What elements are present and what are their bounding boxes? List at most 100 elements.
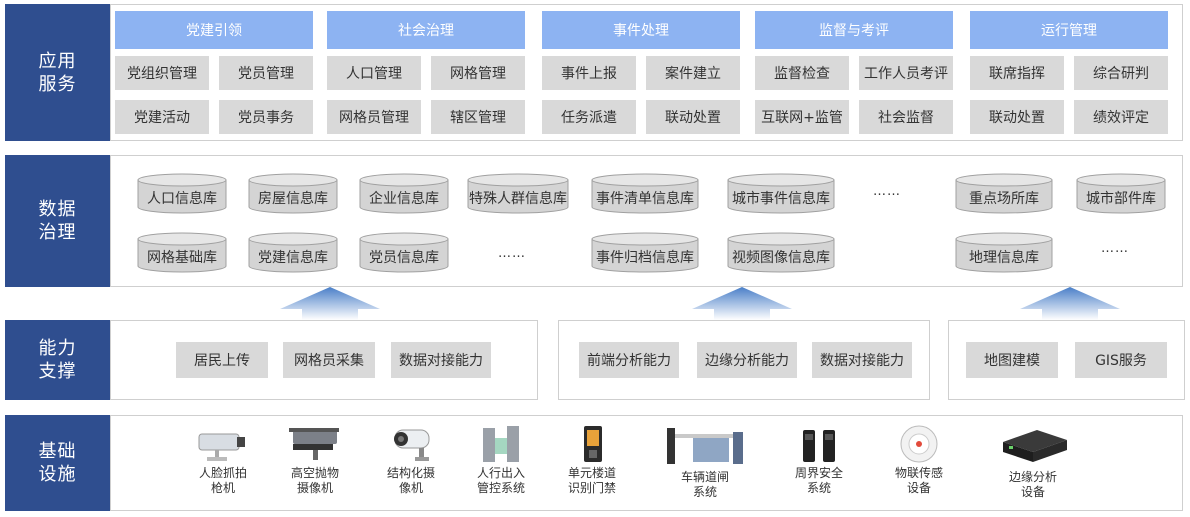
app-module: 互联网+监管: [755, 100, 849, 134]
database-icon: [359, 173, 449, 214]
vehicle-barrier-icon: [667, 428, 743, 464]
database-label: 人口信息库: [147, 191, 217, 207]
capability-item: 居民上传: [176, 342, 268, 378]
device-vehicle-barrier: 车辆道闸 系统: [660, 424, 750, 500]
device-face-capture-camera: 人脸抓拍 枪机: [178, 424, 268, 496]
capability-item: 数据对接能力: [391, 342, 491, 378]
group-header: 党建引领: [115, 11, 313, 49]
device-pedestrian-gate: 人行出入 管控系统: [456, 424, 546, 496]
door-access-icon: [584, 426, 602, 462]
database-cylinder: 事件归档信息库: [591, 232, 699, 273]
database-icon: [1076, 173, 1166, 214]
device-label: 高空抛物 摄像机: [290, 466, 339, 495]
app-module: 事件上报: [542, 56, 636, 90]
capability-item: GIS服务: [1075, 342, 1167, 378]
app-module: 联动处置: [646, 100, 740, 134]
up-arrow-icon: [692, 287, 792, 320]
database-icon: [137, 232, 227, 273]
layer-label-infra: 基础 设施: [5, 415, 110, 511]
perimeter-security-icon: [803, 430, 835, 462]
device-perimeter-security: 周界安全 系统: [774, 424, 864, 496]
database-icon: [727, 173, 835, 214]
database-icon: [591, 232, 699, 273]
up-arrow-icon: [1020, 287, 1120, 320]
app-module: 工作人员考评: [859, 56, 953, 90]
database-ellipsis: ……: [873, 184, 901, 199]
database-label: 地理信息库: [969, 250, 1039, 266]
database-cylinder: 视频图像信息库: [727, 232, 835, 273]
database-cylinder: 网格基础库: [137, 232, 227, 273]
group-header: 事件处理: [542, 11, 740, 49]
database-icon: [359, 232, 449, 273]
app-module: 党组织管理: [115, 56, 209, 90]
database-label: 重点场所库: [969, 191, 1039, 207]
database-cylinder: 重点场所库: [955, 173, 1053, 214]
database-label: 城市部件库: [1086, 191, 1156, 207]
database-label: 党员信息库: [369, 250, 439, 266]
infrastructure-panel: [110, 415, 1183, 511]
app-module: 综合研判: [1074, 56, 1168, 90]
capability-item: 边缘分析能力: [697, 342, 797, 378]
device-label: 车辆道闸 系统: [680, 470, 729, 499]
database-cylinder: 特殊人群信息库: [467, 173, 569, 214]
database-icon: [727, 232, 835, 273]
app-module: 网格管理: [431, 56, 525, 90]
app-module: 辖区管理: [431, 100, 525, 134]
database-label: 视频图像信息库: [732, 250, 830, 266]
capability-item: 前端分析能力: [579, 342, 679, 378]
database-cylinder: 城市部件库: [1076, 173, 1166, 214]
up-arrow-icon: [280, 287, 380, 320]
device-door-access: 单元楼道 识别门禁: [547, 424, 637, 496]
database-cylinder: 地理信息库: [955, 232, 1053, 273]
capability-item: 地图建模: [966, 342, 1058, 378]
database-icon: [955, 232, 1053, 273]
database-icon: [248, 232, 338, 273]
high-altitude-camera-icon: [289, 428, 339, 460]
app-module: 联动处置: [970, 100, 1064, 134]
database-cylinder: 城市事件信息库: [727, 173, 835, 214]
database-label: 党建信息库: [258, 250, 328, 266]
database-label: 房屋信息库: [258, 191, 328, 207]
database-icon: [467, 173, 569, 214]
database-label: 事件归档信息库: [596, 250, 694, 266]
device-structured-camera: 结构化摄 像机: [366, 424, 456, 496]
device-edge-analysis-box: 边缘分析 设备: [988, 424, 1078, 500]
database-cylinder: 党员信息库: [359, 232, 449, 273]
app-module: 绩效评定: [1074, 100, 1168, 134]
device-label: 周界安全 系统: [794, 466, 843, 495]
layer-label-capability: 能力 支撑: [5, 320, 110, 400]
device-label: 人脸抓拍 枪机: [198, 466, 247, 495]
app-module: 监督检查: [755, 56, 849, 90]
app-module: 任务派遣: [542, 100, 636, 134]
device-label: 边缘分析 设备: [1008, 470, 1057, 499]
database-icon: [137, 173, 227, 214]
iot-sensor-icon: [900, 425, 938, 463]
app-module: 党员管理: [219, 56, 313, 90]
database-ellipsis: ……: [498, 246, 526, 261]
database-cylinder: 企业信息库: [359, 173, 449, 214]
database-icon: [955, 173, 1053, 214]
group-header: 社会治理: [327, 11, 525, 49]
device-high-altitude-camera: 高空抛物 摄像机: [270, 424, 360, 496]
database-label: 城市事件信息库: [732, 191, 830, 207]
device-label: 人行出入 管控系统: [476, 466, 525, 495]
database-label: 事件清单信息库: [596, 191, 694, 207]
database-label: 企业信息库: [369, 191, 439, 207]
app-module: 人口管理: [327, 56, 421, 90]
layer-label-data: 数据 治理: [5, 155, 110, 287]
database-cylinder: 事件清单信息库: [591, 173, 699, 214]
database-label: 网格基础库: [147, 250, 217, 266]
app-module: 社会监督: [859, 100, 953, 134]
database-cylinder: 党建信息库: [248, 232, 338, 273]
device-label: 结构化摄 像机: [386, 466, 435, 495]
database-cylinder: 房屋信息库: [248, 173, 338, 214]
device-label: 单元楼道 识别门禁: [567, 466, 616, 495]
capability-item: 数据对接能力: [812, 342, 912, 378]
database-icon: [248, 173, 338, 214]
edge-analysis-box-icon: [1003, 430, 1067, 462]
app-module: 案件建立: [646, 56, 740, 90]
app-module: 网格员管理: [327, 100, 421, 134]
pedestrian-gate-icon: [483, 426, 519, 462]
group-header: 运行管理: [970, 11, 1168, 49]
database-cylinder: 人口信息库: [137, 173, 227, 214]
